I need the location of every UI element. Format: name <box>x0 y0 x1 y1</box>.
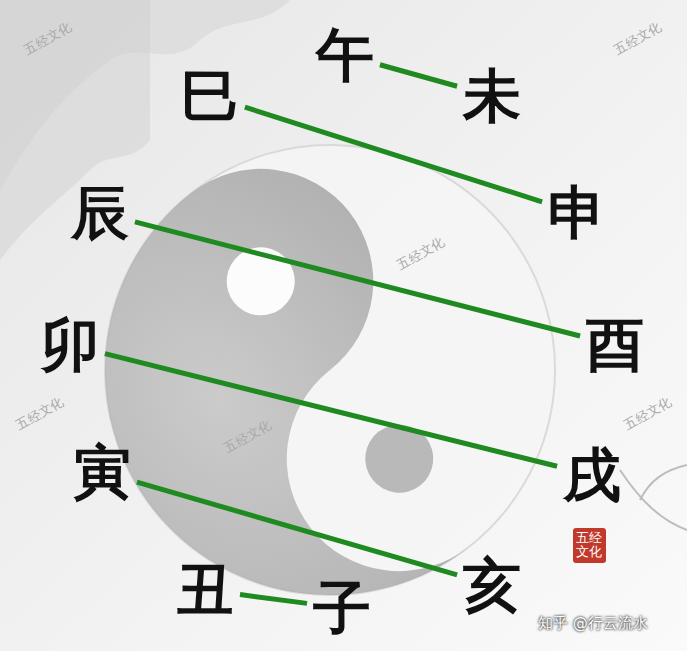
seal-stamp: 五经文化 <box>573 528 606 563</box>
branch-node: 亥 <box>459 553 525 618</box>
branch-node: 酉 <box>582 313 648 378</box>
watermark: 五经文化 <box>621 393 675 435</box>
branch-node: 戌 <box>559 443 625 508</box>
branch-node: 卯 <box>37 313 103 378</box>
branch-character: 丑 <box>176 560 234 621</box>
pairing-line <box>135 222 580 336</box>
pairing-line <box>380 65 457 87</box>
watermark: 五经文化 <box>394 233 448 275</box>
branch-node: 寅 <box>69 440 135 505</box>
branch-character: 戌 <box>563 445 621 506</box>
branch-node: 子 <box>309 576 375 641</box>
watermark: 五经文化 <box>21 18 75 60</box>
pairing-line <box>240 595 307 604</box>
author-credit: 知乎 @行云流水 <box>538 614 648 633</box>
branch-character: 巳 <box>181 66 239 127</box>
ink-mountain <box>0 0 150 260</box>
branch-node: 辰 <box>67 181 133 246</box>
branch-character: 亥 <box>463 555 521 616</box>
branch-sketch <box>620 465 687 530</box>
branch-node: 申 <box>544 181 610 246</box>
branch-node: 未 <box>459 64 525 129</box>
branch-node: 午 <box>312 23 378 88</box>
taiji-symbol <box>14 54 646 651</box>
branch-character: 子 <box>313 578 371 639</box>
branch-character: 卯 <box>41 315 99 376</box>
watermark: 五经文化 <box>221 416 275 458</box>
branch-node: 巳 <box>177 64 243 129</box>
branch-node: 丑 <box>172 558 238 623</box>
branch-character: 午 <box>316 25 374 86</box>
watermark: 五经文化 <box>611 18 665 60</box>
branch-character: 寅 <box>73 442 131 503</box>
pairing-line <box>105 354 557 467</box>
branch-character: 辰 <box>71 183 129 244</box>
branch-character: 酉 <box>586 315 644 376</box>
branch-character: 申 <box>548 183 606 244</box>
watermark: 五经文化 <box>13 393 67 435</box>
branch-character: 未 <box>463 66 521 127</box>
